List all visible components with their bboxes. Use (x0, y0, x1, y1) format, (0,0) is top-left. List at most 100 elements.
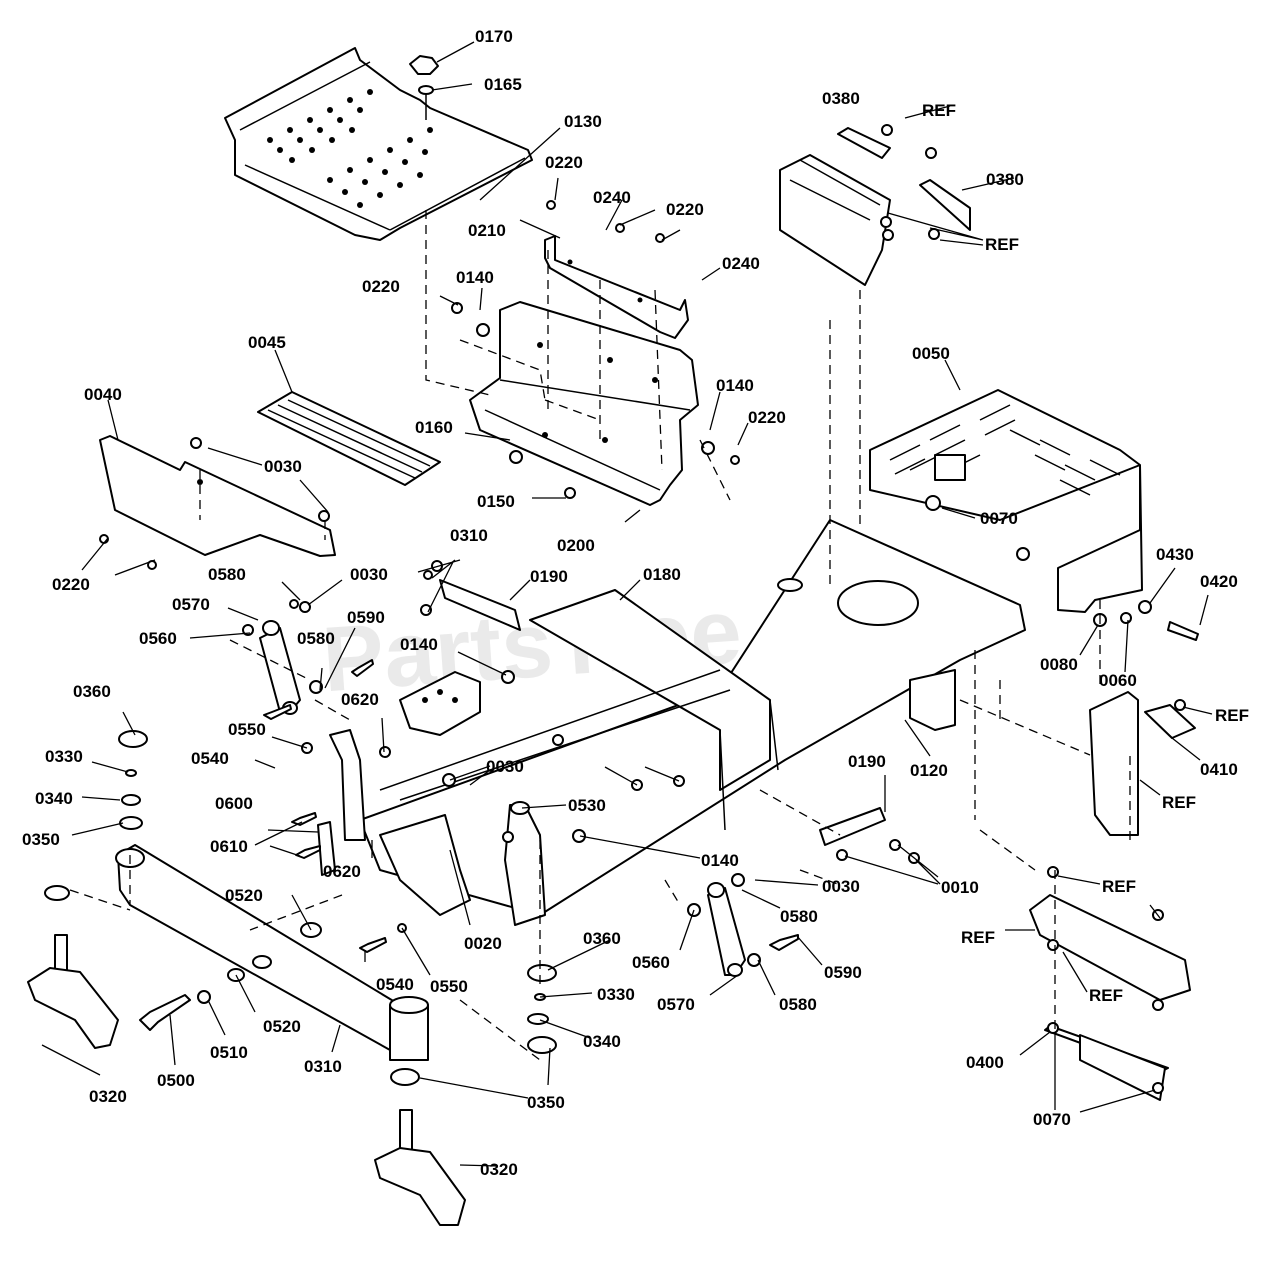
label-ref: REF (961, 928, 995, 947)
spindle-0320-left (27, 934, 119, 1049)
label-ref: REF (1162, 793, 1196, 812)
label-ref: REF (1089, 986, 1123, 1005)
label-0190: 0190 (530, 567, 568, 586)
label-0360: 0360 (583, 929, 621, 948)
label-0140: 0140 (716, 376, 754, 395)
label-0520: 0520 (263, 1017, 301, 1036)
label-0030: 0030 (822, 877, 860, 896)
label-0150: 0150 (477, 492, 515, 511)
label-0540: 0540 (376, 975, 414, 994)
seat-panel-0200 (469, 301, 699, 506)
label-0050: 0050 (912, 344, 950, 363)
label-0210: 0210 (468, 221, 506, 240)
label-0170: 0170 (475, 27, 513, 46)
label-0380: 0380 (822, 89, 860, 108)
shock-0570-right (707, 882, 746, 977)
label-0420: 0420 (1200, 572, 1238, 591)
label-0620: 0620 (323, 862, 361, 881)
fasteners (99, 124, 1199, 1094)
label-0590: 0590 (347, 608, 385, 627)
label-0030: 0030 (350, 565, 388, 584)
label-0165: 0165 (484, 75, 522, 94)
plate-0600 (317, 729, 366, 876)
label-0400: 0400 (966, 1053, 1004, 1072)
spindle-0320-right (374, 1109, 466, 1226)
label-0560: 0560 (632, 953, 670, 972)
plate-0140 (399, 671, 481, 736)
label-0350: 0350 (527, 1093, 565, 1112)
part-labels: 0170 0165 0130 0380 REF 0380 REF 0220 02… (22, 27, 1249, 1179)
label-0590: 0590 (824, 963, 862, 982)
label-0550: 0550 (228, 720, 266, 739)
label-0580: 0580 (780, 907, 818, 926)
bracket-0210 (544, 235, 689, 339)
shock-0570-left (259, 620, 301, 715)
label-0010: 0010 (941, 878, 979, 897)
main-frame-0180 (359, 519, 1026, 926)
label-0360: 0360 (73, 682, 111, 701)
label-0240: 0240 (722, 254, 760, 273)
label-0140: 0140 (400, 635, 438, 654)
label-0240: 0240 (593, 188, 631, 207)
ref-bracket (1029, 691, 1196, 1101)
label-0340: 0340 (35, 789, 73, 808)
bolt-0500 (139, 994, 191, 1031)
label-0220: 0220 (748, 408, 786, 427)
label-0310: 0310 (304, 1057, 342, 1076)
label-0580: 0580 (779, 995, 817, 1014)
label-ref: REF (1102, 877, 1136, 896)
label-0340: 0340 (583, 1032, 621, 1051)
label-0600: 0600 (215, 794, 253, 813)
rear-shield-0050 (869, 389, 1143, 613)
label-0530: 0530 (568, 796, 606, 815)
label-0320: 0320 (480, 1160, 518, 1179)
label-0350: 0350 (22, 830, 60, 849)
label-0120: 0120 (910, 761, 948, 780)
label-0030: 0030 (486, 757, 524, 776)
leader-lines (41, 41, 1213, 1167)
label-0070: 0070 (1033, 1110, 1071, 1129)
label-ref: REF (985, 235, 1019, 254)
label-0080: 0080 (1040, 655, 1078, 674)
label-0540: 0540 (191, 749, 229, 768)
label-0410: 0410 (1200, 760, 1238, 779)
bearings (44, 730, 557, 1086)
label-0190: 0190 (848, 752, 886, 771)
label-0160: 0160 (415, 418, 453, 437)
side-panel-0040 (99, 435, 336, 557)
label-0500: 0500 (157, 1071, 195, 1090)
label-0020: 0020 (464, 934, 502, 953)
label-0560: 0560 (139, 629, 177, 648)
label-0200: 0200 (557, 536, 595, 555)
label-0140: 0140 (701, 851, 739, 870)
label-0430: 0430 (1156, 545, 1194, 564)
label-0520: 0520 (225, 886, 263, 905)
label-0510: 0510 (210, 1043, 248, 1062)
label-0330: 0330 (597, 985, 635, 1004)
label-0140: 0140 (456, 268, 494, 287)
label-0570: 0570 (657, 995, 695, 1014)
label-0220: 0220 (666, 200, 704, 219)
label-ref: REF (1215, 706, 1249, 725)
label-0550: 0550 (430, 977, 468, 996)
label-0220: 0220 (362, 277, 400, 296)
label-0620: 0620 (341, 690, 379, 709)
label-0610: 0610 (210, 837, 248, 856)
label-0320: 0320 (89, 1087, 127, 1106)
label-0180: 0180 (643, 565, 681, 584)
label-0220: 0220 (52, 575, 90, 594)
label-0030: 0030 (264, 457, 302, 476)
label-0045: 0045 (248, 333, 286, 352)
label-0060: 0060 (1099, 671, 1137, 690)
label-0380: 0380 (986, 170, 1024, 189)
label-0220: 0220 (545, 153, 583, 172)
label-0040: 0040 (84, 385, 122, 404)
footrest-0045 (257, 391, 441, 486)
label-0310: 0310 (450, 526, 488, 545)
rail-0190 (439, 579, 886, 846)
label-0570: 0570 (172, 595, 210, 614)
fender-block (779, 127, 971, 286)
guide-lines (69, 210, 1131, 1061)
